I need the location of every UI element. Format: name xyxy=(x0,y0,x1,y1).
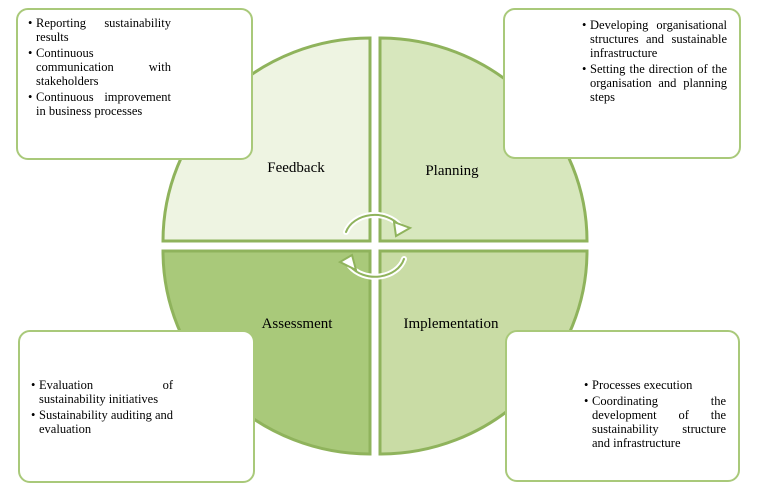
feedback-item: Continuous communication with stakeholde… xyxy=(28,46,171,88)
label-assessment: Assessment xyxy=(262,316,334,332)
assessment-list: Evaluation of sustainability initiatives… xyxy=(31,378,173,436)
implementation-list: Processes executionCoordinating the deve… xyxy=(584,378,726,450)
assessment-item: Evaluation of sustainability initiatives xyxy=(31,378,173,406)
planning-box: Developing organisational structures and… xyxy=(503,8,741,159)
feedback-list: Reporting sustainability resultsContinuo… xyxy=(28,16,171,118)
feedback-item: Continuous improvement in business proce… xyxy=(28,90,171,118)
assessment-box: Evaluation of sustainability initiatives… xyxy=(18,330,255,483)
implementation-item: Coordinating the development of the sust… xyxy=(584,394,726,450)
circular-arrows-outline-icon xyxy=(345,213,405,278)
assessment-item: Sustainability auditing and evaluation xyxy=(31,408,173,436)
planning-item: Setting the direction of the organisatio… xyxy=(582,62,727,104)
implementation-box: Processes executionCoordinating the deve… xyxy=(505,330,740,482)
label-implementation: Implementation xyxy=(404,316,499,332)
label-feedback: Feedback xyxy=(267,160,325,176)
planning-list: Developing organisational structures and… xyxy=(582,18,727,104)
feedback-item: Reporting sustainability results xyxy=(28,16,171,44)
arrowhead-top-icon xyxy=(392,220,413,238)
label-planning: Planning xyxy=(425,163,479,179)
implementation-item: Processes execution xyxy=(584,378,726,392)
planning-item: Developing organisational structures and… xyxy=(582,18,727,60)
arrowhead-bottom-icon xyxy=(337,253,358,272)
feedback-box: Reporting sustainability resultsContinuo… xyxy=(16,8,253,160)
